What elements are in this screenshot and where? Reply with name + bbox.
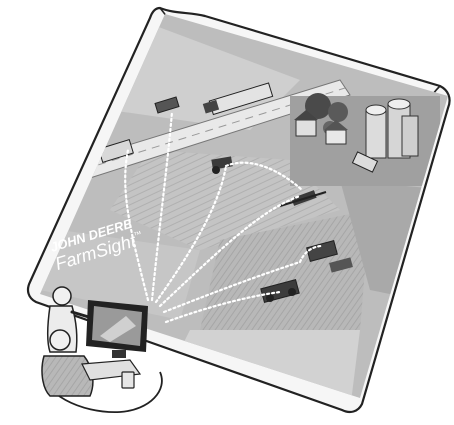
sprayer [279,190,327,207]
pickup-truck [154,96,180,114]
seated-person [41,329,94,397]
grain-bins [365,98,419,159]
semi-truck [202,82,274,116]
tanker-truck [351,151,379,173]
signal-links [124,110,324,324]
farmstead [290,93,440,186]
tablet [121,371,135,389]
farmhouse [324,120,348,145]
brand-trademark: ™ [133,229,143,240]
computer-monitor [86,300,148,358]
combine-harvester [306,240,353,273]
operators-desk [41,286,163,413]
barn [294,110,318,137]
field-lower-right [200,210,370,330]
